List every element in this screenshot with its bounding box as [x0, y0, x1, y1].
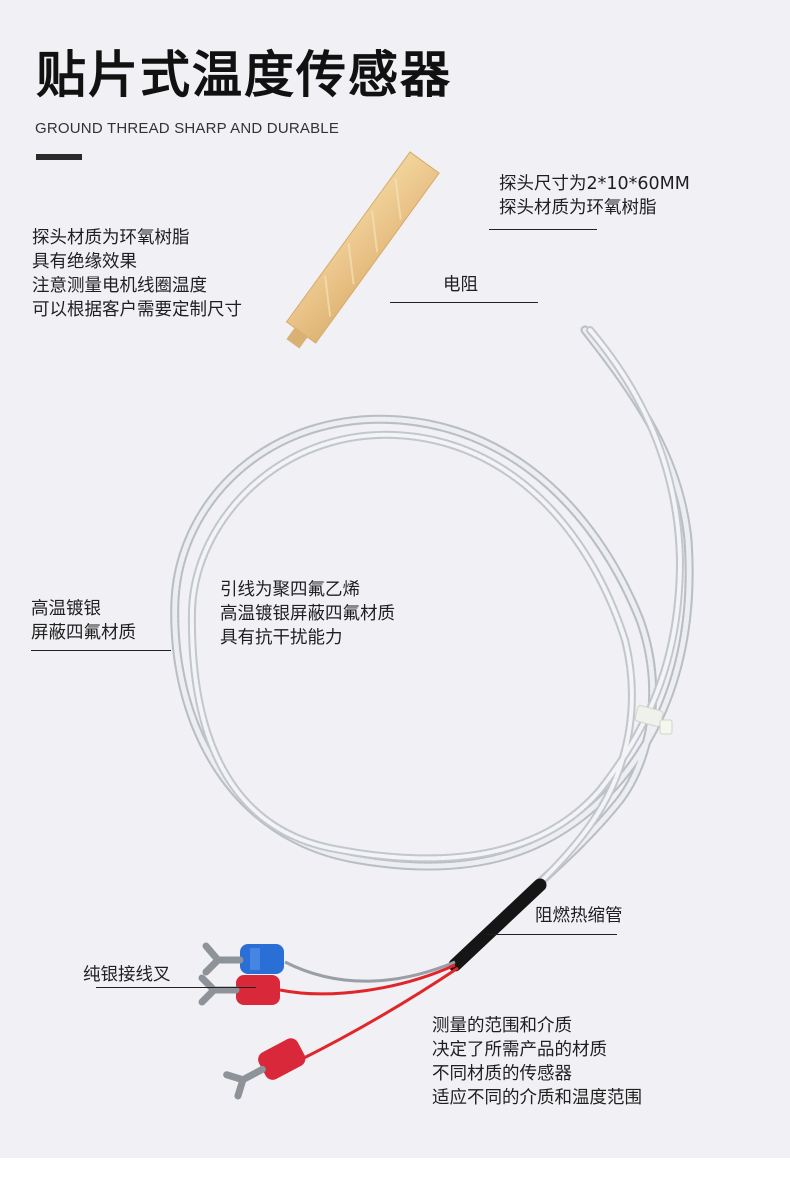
- callout-line: 具有抗干扰能力: [220, 628, 343, 648]
- probe-body: [285, 151, 440, 344]
- page-subtitle: GROUND THREAD SHARP AND DURABLE: [35, 120, 340, 137]
- heat-shrink-tube: [448, 878, 547, 972]
- callout-shielding: 高温镀银 屏蔽四氟材质: [31, 597, 136, 645]
- callout-line: 可以根据客户需要定制尺寸: [32, 300, 242, 320]
- callout-line: 决定了所需产品的材质: [432, 1040, 607, 1060]
- leader-line-resistor: [390, 302, 538, 303]
- callout-resistor: 电阻: [443, 273, 478, 297]
- callout-line: 高温镀银: [31, 599, 101, 619]
- callout-line: 注意测量电机线圈温度: [32, 276, 207, 296]
- callout-line: 测量的范围和介质: [432, 1016, 572, 1036]
- callout-line: 具有绝缘效果: [32, 252, 137, 272]
- leader-line-probe-spec: [489, 229, 597, 230]
- callout-line: 阻燃热缩管: [535, 906, 623, 926]
- terminal-red-1: [198, 974, 280, 1006]
- callout-line: 适应不同的介质和温度范围: [432, 1088, 642, 1108]
- callout-line: 探头尺寸为2*10*60MM: [499, 174, 690, 194]
- callout-lead-wire: 引线为聚四氟乙烯 高温镀银屏蔽四氟材质 具有抗干扰能力: [220, 578, 395, 650]
- callout-measurement: 测量的范围和介质 决定了所需产品的材质 不同材质的传感器 适应不同的介质和温度范…: [432, 1014, 642, 1110]
- leader-line-terminal: [96, 987, 256, 988]
- callout-line: 电阻: [443, 275, 478, 295]
- cable-tie: [634, 705, 664, 727]
- callout-line: 不同材质的传感器: [432, 1064, 572, 1084]
- leader-line-heat-shrink: [487, 934, 617, 935]
- terminal-red-2: [223, 1038, 306, 1100]
- callout-line: 探头材质为环氧树脂: [499, 198, 657, 218]
- callout-line: 屏蔽四氟材质: [31, 623, 136, 643]
- leader-line-shielding: [31, 650, 171, 651]
- callout-probe-spec: 探头尺寸为2*10*60MM 探头材质为环氧树脂: [499, 172, 690, 220]
- page-title: 贴片式温度传感器: [36, 46, 452, 104]
- terminal-blue: [202, 942, 284, 976]
- title-underline-bar: [36, 154, 82, 160]
- callout-line: 引线为聚四氟乙烯: [220, 580, 360, 600]
- callout-line: 纯银接线叉: [83, 965, 171, 985]
- callout-line: 高温镀银屏蔽四氟材质: [220, 604, 395, 624]
- callout-terminal: 纯银接线叉: [83, 963, 171, 987]
- callout-line: 探头材质为环氧树脂: [32, 228, 190, 248]
- callout-heat-shrink: 阻燃热缩管: [535, 904, 623, 928]
- callout-probe-features: 探头材质为环氧树脂 具有绝缘效果 注意测量电机线圈温度 可以根据客户需要定制尺寸: [32, 226, 242, 322]
